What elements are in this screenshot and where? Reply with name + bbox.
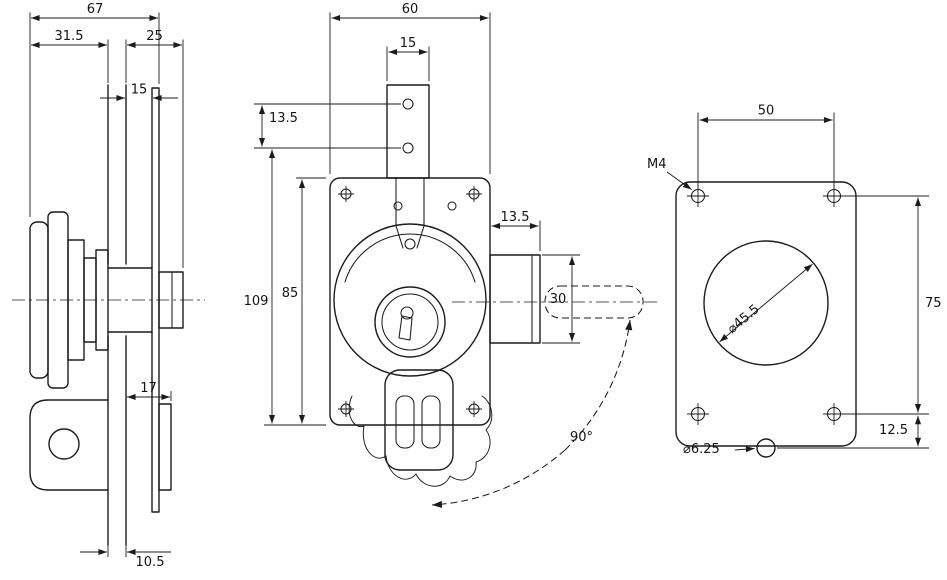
mounting-stem <box>386 84 430 227</box>
lock-body <box>329 177 491 426</box>
keyhole <box>400 306 414 320</box>
key-cylinder <box>374 286 446 358</box>
dim-plate-gap: 15 <box>131 83 148 98</box>
front-view-geometry <box>329 84 658 508</box>
label-thread-m4: M4 <box>647 157 667 172</box>
hook-bracket <box>29 399 109 491</box>
mounting-plate-outline <box>675 181 857 447</box>
hook-hole <box>48 428 80 460</box>
dim-cam-rotation: 90° <box>570 430 593 445</box>
stem-hole-upper <box>402 98 414 110</box>
cylinder-through-panel <box>107 267 153 333</box>
dim-overall-height: 109 <box>244 294 269 309</box>
side-view-geometry <box>12 84 205 546</box>
cam-blade <box>384 369 454 471</box>
side-view: 67 31.5 25 15 17 10.5 <box>12 2 205 570</box>
dim-center-hole-diameter: ⌀45.5 <box>725 302 763 337</box>
dim-rear-projection: 25 <box>146 29 163 44</box>
rivet-hole-right <box>447 201 457 211</box>
rotation-arc-2 <box>431 449 566 508</box>
panel <box>107 84 127 546</box>
corner-hole-bl <box>687 403 709 425</box>
dim-pilot-hole-diameter: ⌀6.25 <box>683 442 720 457</box>
front-view-dimensions: 60 15 13.5 109 85 13.5 30 <box>244 2 929 445</box>
m4-leader <box>666 171 692 190</box>
dim-body-height: 85 <box>282 286 299 301</box>
front-view: 60 15 13.5 109 85 13.5 30 <box>244 2 929 508</box>
mounting-dimensions: 50 M4 ⌀45.5 75 12.5 ⌀6.25 <box>647 104 942 458</box>
rotor-screw <box>404 238 416 250</box>
dim-front-projection: 31.5 <box>55 29 84 44</box>
rotor-disc <box>333 223 487 377</box>
pilot-hole-leader <box>734 446 755 453</box>
mounting-geometry <box>675 181 857 458</box>
rear-housing <box>158 271 184 329</box>
stem-hole-lower <box>402 142 414 154</box>
cam-slot-left <box>395 395 415 449</box>
dim-stem-hole-pitch: 13.5 <box>269 111 298 126</box>
corner-hole-tr <box>823 185 845 207</box>
dim-cam-offset: 17 <box>140 381 157 396</box>
pilot-hole <box>756 438 776 458</box>
body-corner-holes <box>338 186 482 417</box>
rotation-arc <box>564 319 633 451</box>
dim-hole-pitch-h: 50 <box>758 104 775 119</box>
dim-pilot-hole-offset: 12.5 <box>879 423 908 438</box>
cam-side <box>158 403 172 491</box>
rivet-hole-left <box>393 201 403 211</box>
dim-tab-height: 30 <box>550 292 567 307</box>
mounting-view: 50 M4 ⌀45.5 75 12.5 ⌀6.25 <box>647 104 942 458</box>
dim-body-width: 60 <box>402 2 419 17</box>
dim-tab-depth: 13.5 <box>501 210 530 225</box>
knob <box>29 211 109 389</box>
corner-hole-br <box>823 403 845 425</box>
center-hole <box>703 240 829 366</box>
dim-overall-depth: 67 <box>87 2 104 17</box>
cam-slot-right <box>421 395 441 449</box>
dim-panel-thickness: 10.5 <box>136 555 165 570</box>
dim-stem-width: 15 <box>400 36 417 51</box>
side-view-dimensions: 67 31.5 25 15 17 10.5 <box>29 2 184 570</box>
break-line <box>348 395 493 487</box>
dim-hole-pitch-v: 75 <box>925 296 942 311</box>
side-tab <box>489 254 541 344</box>
corner-hole-tl <box>687 185 709 207</box>
cam-rotated-outline <box>544 285 644 319</box>
